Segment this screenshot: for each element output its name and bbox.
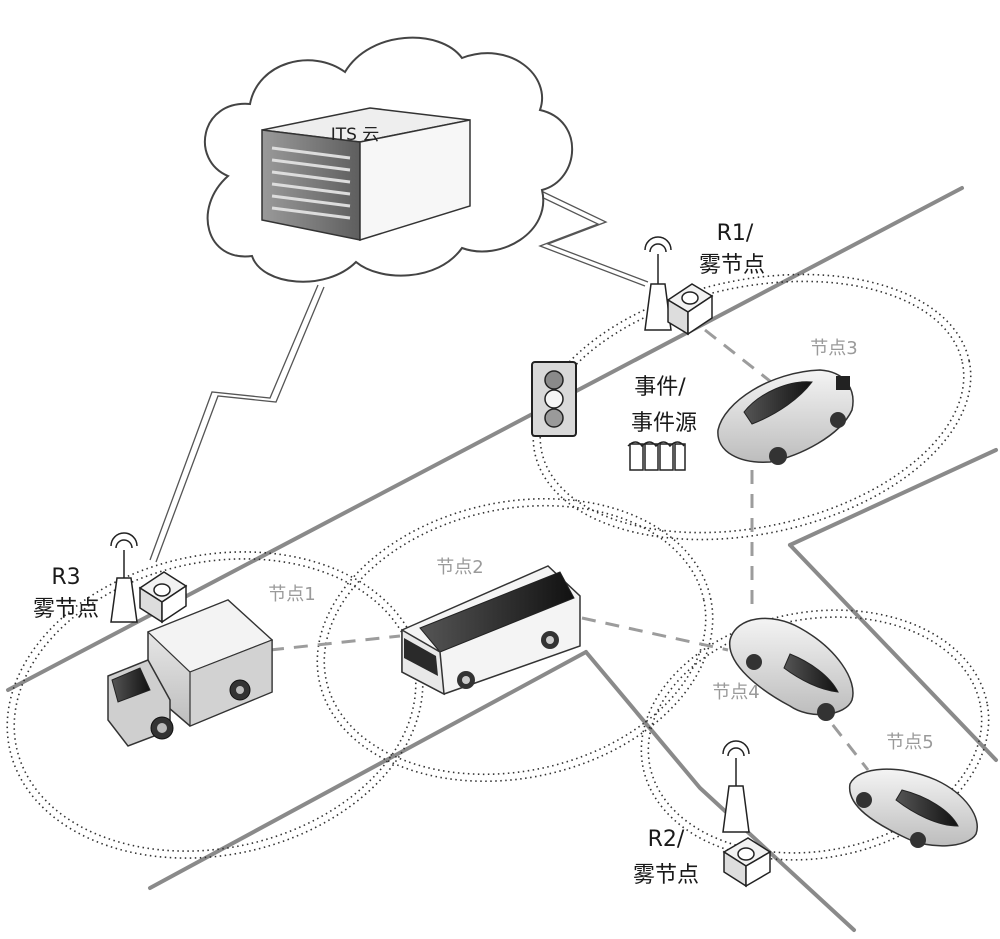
event-label-line2: 事件源 xyxy=(631,411,697,436)
rsu-r3-label-line2: 雾节点 xyxy=(33,597,99,622)
link-node2-node4 xyxy=(581,616,729,652)
fog-node-box-icon xyxy=(138,571,188,624)
rsu-r2-label-line1: R2/ xyxy=(648,827,685,852)
right-road-upper-edge xyxy=(788,448,998,547)
rsu-r2: R2/ 雾节点 xyxy=(633,740,772,888)
rsu-r1-label-line1: R1/ xyxy=(717,221,754,246)
cloud-label: ITS 云 xyxy=(331,125,380,145)
wireless-cloud-r3-shadow xyxy=(155,286,325,563)
wireless-cloud-r1-shadow xyxy=(513,177,649,283)
wireless-links xyxy=(149,177,649,563)
antenna-icon xyxy=(110,532,138,623)
antenna-icon xyxy=(644,236,672,331)
rsu-r1: R1/ 雾节点 xyxy=(644,221,765,336)
roads xyxy=(6,186,998,932)
node-label-4: 节点4 xyxy=(712,682,759,703)
node-label-3: 节点3 xyxy=(810,338,857,359)
fog-node-box-icon xyxy=(722,837,772,888)
right-road-lower-edge xyxy=(788,543,998,762)
node-label-1: 节点1 xyxy=(268,584,315,605)
truck-icon xyxy=(107,599,274,747)
node-label-5: 节点5 xyxy=(886,732,933,753)
coverage-areas xyxy=(6,273,990,861)
event-label-line1: 事件/ xyxy=(634,375,686,400)
coverage-r2 xyxy=(640,609,990,861)
coverage-r1 xyxy=(532,273,972,541)
car-node5-icon xyxy=(849,768,978,848)
car-node3-icon xyxy=(717,369,854,465)
rsu-r1-label-line2: 雾节点 xyxy=(699,253,765,278)
its-cloud: ITS 云 xyxy=(204,36,574,283)
coverage-node2-inner xyxy=(323,504,707,776)
car-node4-icon xyxy=(729,617,854,721)
side-road-left-edge xyxy=(584,650,856,932)
wireless-cloud-r1 xyxy=(509,181,646,287)
rsu-r2-label-line2: 雾节点 xyxy=(633,863,699,888)
coverage-node2 xyxy=(316,497,714,783)
rsu-r3-label-line1: R3 xyxy=(51,565,80,590)
link-node1-node2 xyxy=(269,634,401,652)
wireless-cloud-r3 xyxy=(149,284,319,561)
coverage-r1-inner xyxy=(539,280,965,534)
node-label-2: 节点2 xyxy=(436,557,483,578)
event-source-icon xyxy=(627,441,686,471)
rsu-r3: R3 雾节点 xyxy=(33,532,188,624)
server-icon xyxy=(261,107,471,242)
fog-node-box-icon xyxy=(666,283,714,336)
bus-icon xyxy=(401,565,581,696)
coverage-r2-inner xyxy=(647,616,983,854)
link-r1-node3 xyxy=(704,328,776,387)
traffic-light-icon xyxy=(531,361,577,437)
antenna-icon xyxy=(722,740,750,833)
